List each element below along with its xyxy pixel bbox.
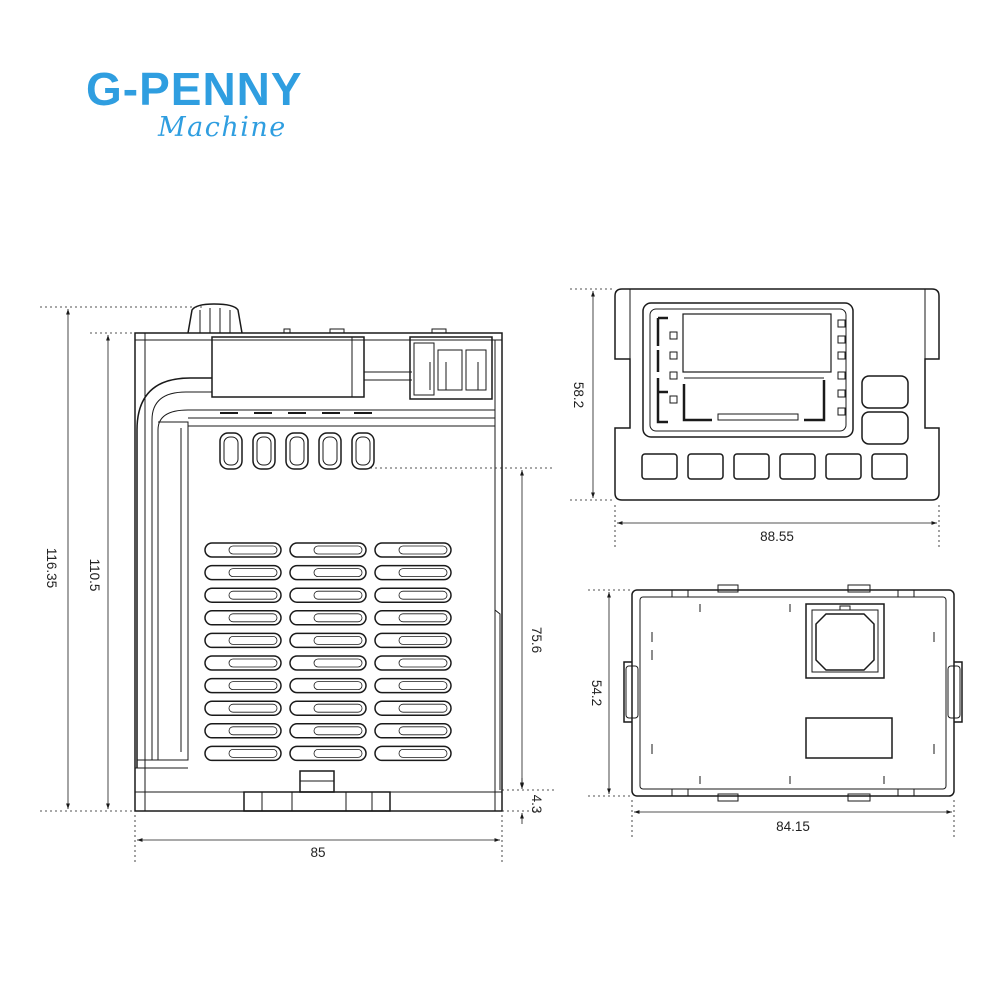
panel-key-right-top <box>861 375 909 409</box>
dim-panel-height: 58.2 <box>571 382 586 408</box>
vent-slot-inner <box>228 568 278 577</box>
dim-side-total-height: 116.35 <box>44 548 59 588</box>
vent-slot <box>374 564 452 581</box>
display-bezel <box>642 302 854 438</box>
vent-slots <box>204 542 452 762</box>
vent-slot <box>289 587 367 603</box>
panel-dimensions <box>570 288 940 548</box>
vent-slot-inner <box>313 681 363 690</box>
vent-slot <box>374 632 452 649</box>
vent-slot <box>374 610 452 626</box>
vent-slot <box>374 542 452 558</box>
dim-side-body-height: 110.5 <box>87 559 102 592</box>
vent-slot <box>204 610 282 626</box>
display-screen <box>682 313 832 373</box>
vent-slot-inner <box>313 703 363 713</box>
vent-slot-inner <box>398 703 448 713</box>
vent-slot <box>374 745 452 762</box>
vent-slot-inner <box>398 658 448 668</box>
vent-slot-inner <box>313 568 363 577</box>
vent-slot <box>289 723 367 739</box>
side-dimensions <box>40 306 555 862</box>
vent-slot-inner <box>228 545 278 555</box>
vent-slot-inner <box>228 726 278 736</box>
back-dimensions <box>588 589 955 838</box>
dim-side-vent-height: 75.6 <box>529 627 544 653</box>
vent-slot <box>204 564 282 581</box>
dim-side-base-height: 4.3 <box>529 795 544 814</box>
vent-slot-inner <box>398 726 448 736</box>
panel-key-1 <box>641 453 678 480</box>
back-outline <box>631 589 955 797</box>
vent-slot <box>204 745 282 762</box>
vent-slot-inner <box>398 590 448 600</box>
brand-tagline: Machine <box>158 112 287 143</box>
vent-slot-inner <box>313 636 363 645</box>
panel-key-right-bottom <box>861 411 909 445</box>
dim-side-width: 85 <box>310 845 325 860</box>
vent-slot <box>374 677 452 694</box>
vent-slot-inner <box>313 545 363 555</box>
vent-slot-inner <box>228 658 278 668</box>
vent-slot <box>204 700 282 716</box>
vent-slot-inner <box>228 590 278 600</box>
vent-slot-inner <box>398 636 448 645</box>
vent-slot-inner <box>228 703 278 713</box>
vent-slot-inner <box>398 681 448 690</box>
vent-slot-inner <box>228 613 278 623</box>
vent-slot-inner <box>313 658 363 668</box>
vent-slot-inner <box>313 726 363 736</box>
vent-slot <box>204 723 282 739</box>
vent-slot-inner <box>398 613 448 623</box>
vent-slot-inner <box>313 590 363 600</box>
vent-slot <box>289 632 367 649</box>
vent-slot-inner <box>313 749 363 758</box>
vent-slot <box>289 610 367 626</box>
connector <box>409 336 493 400</box>
vent-slot-inner <box>398 749 448 758</box>
vent-slot <box>289 700 367 716</box>
base-foot <box>243 791 391 812</box>
vent-slot <box>204 632 282 649</box>
panel-key-2 <box>687 453 724 480</box>
panel-key-4 <box>779 453 816 480</box>
vent-slot <box>374 700 452 716</box>
side-channel <box>136 377 212 768</box>
vent-slot <box>374 723 452 739</box>
panel-outline <box>614 288 940 501</box>
vent-slot-inner <box>313 613 363 623</box>
back-view <box>623 584 963 802</box>
vent-slot <box>289 677 367 694</box>
back-socket <box>805 603 885 679</box>
back-label-plate <box>805 717 893 759</box>
top-slots <box>219 432 375 470</box>
panel-key-5 <box>825 453 862 480</box>
vent-slot <box>204 587 282 603</box>
vent-slot <box>204 677 282 694</box>
brand-logo: G-PENNY <box>86 63 303 115</box>
vent-slot-inner <box>228 636 278 645</box>
vent-slot <box>204 542 282 558</box>
side-view <box>134 303 503 812</box>
vent-slot-inner <box>228 749 278 758</box>
panel-view <box>614 288 940 501</box>
vent-slot-inner <box>398 545 448 555</box>
dim-back-height: 54.2 <box>589 680 604 706</box>
vent-slot <box>289 542 367 558</box>
vent-slot <box>204 655 282 671</box>
vent-slot-inner <box>398 568 448 577</box>
top-module <box>211 336 365 398</box>
vent-slot <box>289 745 367 762</box>
vent-slot <box>374 655 452 671</box>
vent-slot <box>374 587 452 603</box>
knob-icon <box>187 303 243 334</box>
vent-slot <box>289 655 367 671</box>
vent-slot-inner <box>228 681 278 690</box>
vent-slot <box>289 564 367 581</box>
dim-back-width: 84.15 <box>776 819 810 834</box>
dim-panel-width: 88.55 <box>760 529 794 544</box>
panel-key-3 <box>733 453 770 480</box>
panel-key-6 <box>871 453 908 480</box>
